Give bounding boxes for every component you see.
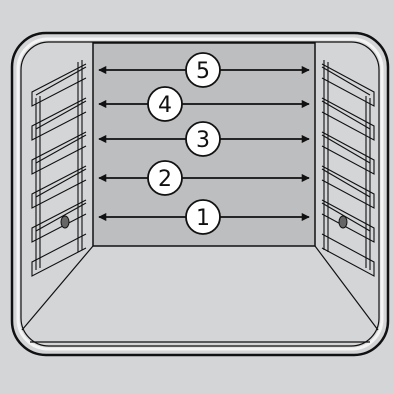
shelf-level-4: 4 — [98, 86, 310, 122]
shelf-level-1: 1 — [98, 199, 310, 235]
level-badge-circle — [185, 199, 221, 235]
level-badge-circle — [185, 52, 221, 88]
right-shelf-runners — [321, 60, 375, 277]
level-badge-circle — [147, 86, 183, 122]
oven-floor-lines — [21, 245, 379, 343]
right-fan-screw — [338, 215, 348, 229]
level-number-label: 2 — [158, 167, 172, 192]
level-number-label: 5 — [196, 59, 210, 84]
level-badge-circle — [185, 121, 221, 157]
left-fan-screw — [60, 215, 70, 229]
level-number-label: 1 — [196, 206, 210, 231]
level-number-label: 3 — [196, 128, 210, 153]
shelf-level-2: 2 — [98, 160, 310, 196]
oven-cavity-inner-edge — [20, 41, 380, 347]
shelf-level-5: 5 — [98, 52, 310, 88]
level-badge-circle — [147, 160, 183, 196]
level-number-label: 4 — [158, 93, 172, 118]
left-shelf-runners — [31, 60, 87, 277]
shelf-level-3: 3 — [98, 121, 310, 157]
oven-cavity-inner-rim — [16, 37, 384, 351]
